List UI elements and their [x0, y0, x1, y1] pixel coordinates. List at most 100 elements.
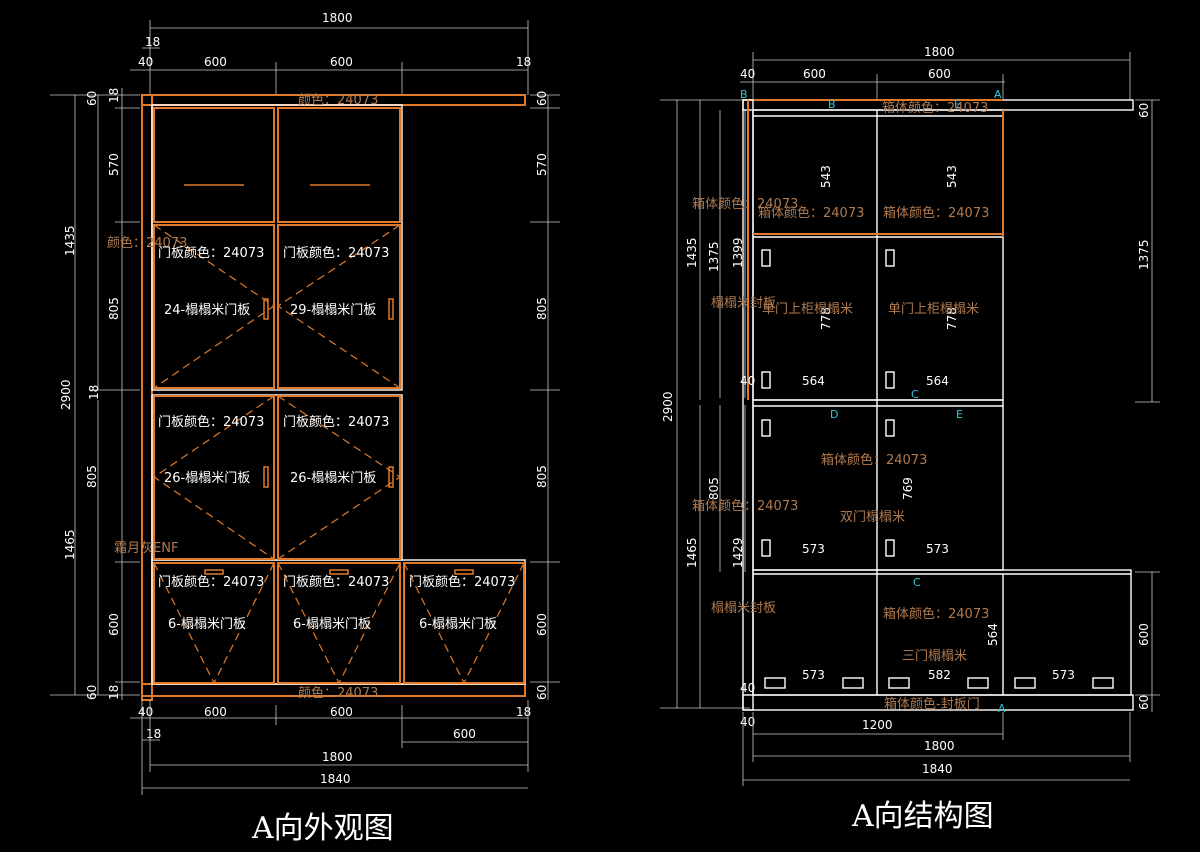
right-dim-543b: 543 [945, 165, 959, 188]
right-dim-564a: 564 [802, 374, 825, 388]
left-door-color-4: 门板颜色：24073 [283, 414, 389, 430]
right-bottom-note: 箱体颜色-封板门 [884, 696, 980, 712]
left-door-6b: 6-榻榻米门板 [293, 617, 371, 632]
right-dim-564: 564 [986, 623, 1000, 646]
left-dim-top-40: 40 [138, 55, 153, 69]
left-view: 1800 18 40 600 600 18 2900 1435 1465 60 … [50, 11, 560, 846]
left-door-color-5: 门板颜色：24073 [158, 574, 264, 590]
right-box-color-2: 箱体颜色：24073 [883, 205, 989, 221]
left-dim-bcol1: 600 [204, 705, 227, 719]
left-door-24: 24-榻榻米门板 [164, 303, 250, 318]
left-dim-b1800: 1800 [322, 750, 353, 764]
right-dim-805: 805 [707, 477, 721, 500]
left-dim-r600: 600 [535, 613, 549, 636]
right-title: A向结构图 [851, 799, 994, 834]
right-seal: 榻榻米封板 [711, 296, 776, 311]
right-dim-573a: 573 [802, 542, 825, 556]
right-dim-40c: 40 [740, 715, 755, 729]
left-dim-r570: 570 [535, 153, 549, 176]
left-door-26b: 26-榻榻米门板 [290, 471, 376, 486]
right-dim-769: 769 [901, 477, 915, 500]
right-box-color-side2: 箱体颜色：24073 [692, 498, 798, 514]
right-dim-r60: 60 [1137, 103, 1151, 118]
right-box-color-side: 箱体颜色：24073 [692, 196, 798, 212]
left-dim-bcol2: 600 [330, 705, 353, 719]
left-door-26a: 26-榻榻米门板 [164, 471, 250, 486]
left-dim-2900: 2900 [59, 379, 73, 410]
right-double-door: 双门榻榻米 [840, 510, 905, 525]
left-door-color-3: 门板颜色：24073 [158, 414, 264, 430]
left-dim-805b: 805 [85, 465, 99, 488]
right-dim-top-col1: 600 [803, 67, 826, 81]
right-dim-1429: 1429 [731, 537, 745, 568]
right-dim-2900: 2900 [661, 391, 675, 422]
right-dim-r600: 600 [1137, 623, 1151, 646]
left-dim-r805a: 805 [535, 297, 549, 320]
right-dim-778b: 778 [945, 307, 959, 330]
left-door-color-2: 门板颜色：24073 [283, 245, 389, 261]
right-box-color-mid: 箱体颜色：24073 [821, 452, 927, 468]
right-dim-573b: 573 [926, 542, 949, 556]
left-dim-b40: 40 [138, 705, 153, 719]
left-door-6c: 6-榻榻米门板 [419, 617, 497, 632]
left-door-top-2 [277, 107, 401, 223]
right-dim-1200: 1200 [862, 718, 893, 732]
left-title: A向外观图 [251, 811, 394, 846]
right-dim-top-col2: 600 [928, 67, 951, 81]
right-dim-40a: 40 [740, 374, 755, 388]
right-dim-564b: 564 [926, 374, 949, 388]
left-dim-1435: 1435 [63, 225, 77, 256]
marker-e1: E [954, 98, 961, 111]
right-dim-1435: 1435 [685, 237, 699, 268]
right-dim-1465: 1465 [685, 537, 699, 568]
right-dim-573c: 573 [802, 668, 825, 682]
left-door-29: 29-榻榻米门板 [290, 303, 376, 318]
left-door-color-1: 门板颜色：24073 [158, 245, 264, 261]
right-box-color-low: 箱体颜色：24073 [883, 606, 989, 622]
marker-b1: B [740, 88, 748, 101]
left-dim-b18r: 18 [516, 705, 531, 719]
right-dim-top-40: 40 [740, 67, 755, 81]
left-door-color-7: 门板颜色：24073 [409, 574, 515, 590]
left-top-color: 颜色：24073 [298, 92, 378, 108]
left-dim-18m: 18 [87, 385, 101, 400]
marker-e2: E [956, 408, 963, 421]
left-dim-top-18r: 18 [516, 55, 531, 69]
left-dim-60: 60 [85, 91, 99, 106]
left-dim-1465: 1465 [63, 529, 77, 560]
right-bottom-board [742, 694, 1134, 711]
right-single-door-2: 单门上柜榻榻米 [888, 302, 979, 317]
right-dim-r60b: 60 [1137, 695, 1151, 710]
marker-b2: B [828, 98, 836, 111]
marker-a2: A [998, 702, 1006, 715]
left-door-color-6: 门板颜色：24073 [283, 574, 389, 590]
left-frost: 霜月灰ENF [114, 541, 178, 556]
right-dim-r1375: 1375 [1137, 239, 1151, 270]
right-dim-543a: 543 [819, 165, 833, 188]
right-dim-1399: 1399 [731, 237, 745, 268]
right-seal2: 榻榻米封板 [711, 601, 776, 616]
marker-d1: D [830, 408, 838, 421]
right-view: 1800 40 600 600 2900 1435 1465 1375 1399… [660, 45, 1160, 834]
right-dim-573d: 573 [1052, 668, 1075, 682]
marker-c1: C [911, 388, 919, 401]
right-dim-1840: 1840 [922, 762, 953, 776]
right-dim-1375: 1375 [707, 241, 721, 272]
left-dim-805a: 805 [107, 297, 121, 320]
right-dim-1800: 1800 [924, 739, 955, 753]
right-dim-778a: 778 [819, 307, 833, 330]
left-dim-top-18: 18 [145, 35, 160, 49]
left-dim-top-col1: 600 [204, 55, 227, 69]
left-bottom-color: 颜色：24073 [298, 685, 378, 701]
left-door-top-1 [153, 107, 275, 223]
left-side-color: 颜色：24073 [107, 235, 187, 251]
left-dim-18b: 18 [107, 685, 121, 700]
right-dim-582: 582 [928, 668, 951, 682]
left-dim-b1840: 1840 [320, 772, 351, 786]
marker-a1: A [994, 88, 1002, 101]
left-side-board [141, 94, 153, 701]
left-dim-600: 600 [107, 613, 121, 636]
right-top-note: 箱体颜色：24073 [882, 100, 988, 116]
right-triple-door: 三门榻榻米 [902, 649, 967, 664]
